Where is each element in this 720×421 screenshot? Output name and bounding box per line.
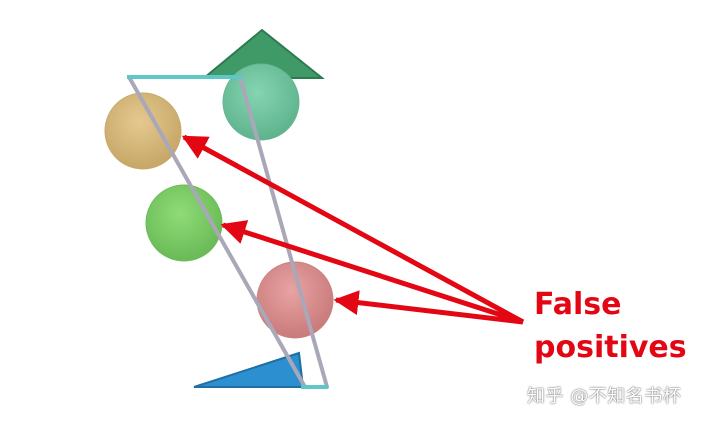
arrow-to-green-circle [220, 220, 524, 325]
arrow-to-pink-circle [333, 290, 524, 325]
watermark: 知乎 @不知名书杯 [527, 386, 682, 407]
left-limb-line [127, 75, 307, 389]
tan-circle [104, 92, 182, 170]
bottom-blue-triangle [193, 351, 305, 388]
right-limb-line [238, 75, 329, 389]
label-positives: positives [534, 330, 687, 365]
label-false: False [534, 287, 621, 322]
arrow-to-tan-circle [181, 134, 525, 325]
